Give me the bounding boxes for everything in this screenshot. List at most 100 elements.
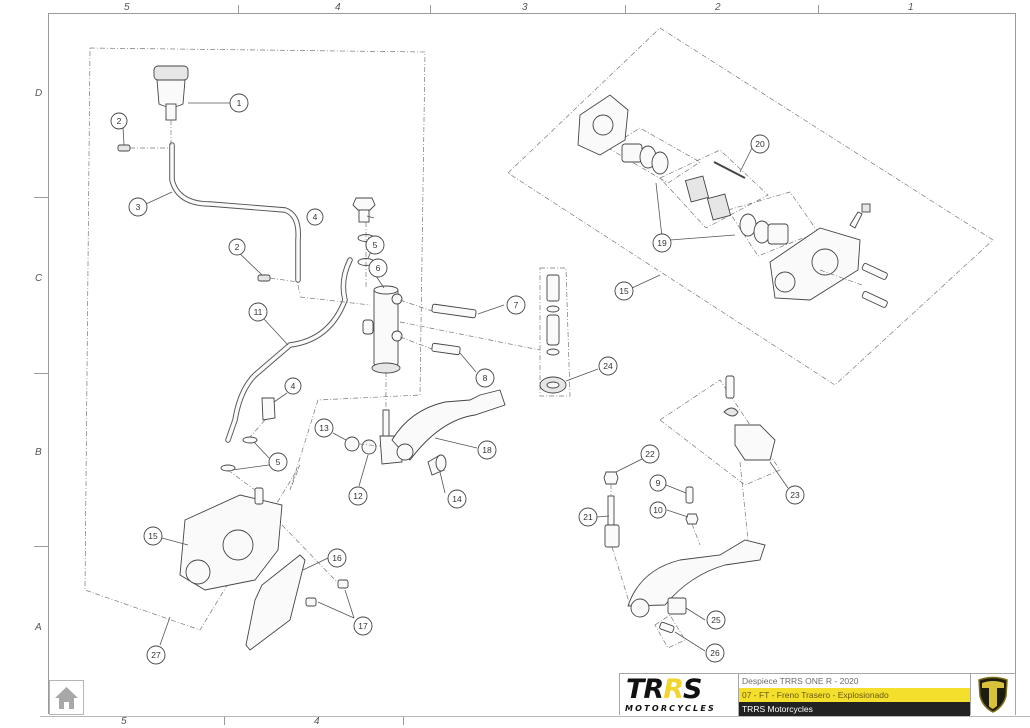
part-washer [220,464,236,472]
svg-text:26: 26 [710,648,720,658]
drawing-subtitle: 07 - FT - Freno Trasero - Explosionado [738,688,970,702]
column-divider [430,5,431,14]
callout-9: 9 [649,474,667,492]
column-label: 1 [908,2,914,13]
company-name: TRRS Motorcycles [738,702,970,716]
svg-text:20: 20 [755,139,765,149]
callout-20: 20 [750,134,770,154]
callout-5: 5 [268,452,288,472]
svg-text:17: 17 [358,621,368,631]
part-screw [337,579,349,589]
part-pushrod [607,495,615,527]
part-clip [117,144,131,152]
callout-3: 3 [128,197,148,217]
callout-15: 15 [614,281,634,301]
column-divider [625,5,626,14]
group-boundary-master-cylinder [84,47,426,631]
part-hose-upper [169,142,301,283]
logo-wordmark: TRRS [626,674,702,705]
part-brake-pedal-lever [627,539,766,607]
row-divider [34,373,48,374]
svg-text:13: 13 [319,423,329,433]
part-pin [659,621,675,634]
column-divider [238,5,239,14]
svg-text:15: 15 [148,531,158,541]
trrs-logo: TRRS MOTORCYCLES [620,674,739,716]
svg-text:25: 25 [711,615,721,625]
svg-text:15: 15 [619,286,629,296]
part-piston-set [621,143,669,175]
svg-text:14: 14 [452,494,462,504]
column-divider [818,5,819,14]
title-block: TRRS MOTORCYCLES Despiece TRRS ONE R - 2… [619,673,1016,716]
bottom-border [40,716,1030,717]
drawing-frame [48,13,1016,714]
part-banjo-bolt [261,397,276,421]
part-caliper-half [577,94,629,156]
home-button[interactable] [49,680,84,715]
group-boundary-pin [654,614,686,649]
callout-4: 4 [306,208,324,226]
row-label: D [35,88,43,99]
callout-23: 23 [785,485,805,505]
column-divider [224,717,225,725]
row-label: C [35,273,43,284]
svg-text:4: 4 [313,212,318,222]
part-pad-pin [713,161,746,179]
part-clip [257,274,271,282]
callout-8: 8 [475,368,495,388]
svg-text:12: 12 [353,491,363,501]
svg-text:6: 6 [376,263,381,273]
row-divider [34,546,48,547]
svg-text:5: 5 [373,240,378,250]
part-nut [685,513,699,525]
part-piston-set [739,213,789,245]
svg-text:1: 1 [237,98,242,108]
callout-19: 19 [652,233,672,253]
callout-11: 11 [248,302,268,322]
column-label: 4 [335,2,341,13]
svg-text:9: 9 [656,478,661,488]
part-bolt [861,262,888,280]
callout-15: 15 [143,526,163,546]
callout-18: 18 [477,440,497,460]
callout-12: 12 [348,486,368,506]
group-boundary-rear-caliper [507,27,994,386]
callout-2: 2 [110,112,128,130]
callout-2: 2 [228,238,246,256]
callout-7: 7 [506,295,526,315]
svg-text:24: 24 [603,361,613,371]
svg-text:7: 7 [514,300,519,310]
callout-4: 4 [284,377,302,395]
part-caliper-guard [245,554,306,651]
row-divider [34,197,48,198]
home-icon [55,687,78,709]
logo-subtext: MOTORCYCLES [625,704,716,713]
svg-text:4: 4 [291,381,296,391]
part-nut [344,436,360,452]
column-label: 4 [314,716,320,727]
callout-14: 14 [447,489,467,509]
callout-10: 10 [649,501,667,519]
part-rear-caliper-assembly [179,487,283,591]
callout-25: 25 [706,610,726,630]
part-footrest [723,375,776,461]
group-boundary-seal-kit [539,267,571,397]
callout-26: 26 [705,643,725,663]
shield-icon [978,676,1008,713]
part-bolt [861,290,888,308]
column-divider [403,717,404,725]
part-bolt [431,342,461,356]
callout-16: 16 [327,548,347,568]
row-label: B [35,447,42,458]
svg-text:23: 23 [790,490,800,500]
row-label: A [35,622,42,633]
part-washer [242,436,258,444]
part-reservoir [153,65,189,121]
part-master-cylinder [362,285,403,374]
callout-6: 6 [368,258,388,278]
svg-text:19: 19 [657,238,667,248]
group-boundary-footrest [659,379,781,486]
part-brake-pedal [379,389,506,465]
group-boundary-pads [659,149,769,229]
